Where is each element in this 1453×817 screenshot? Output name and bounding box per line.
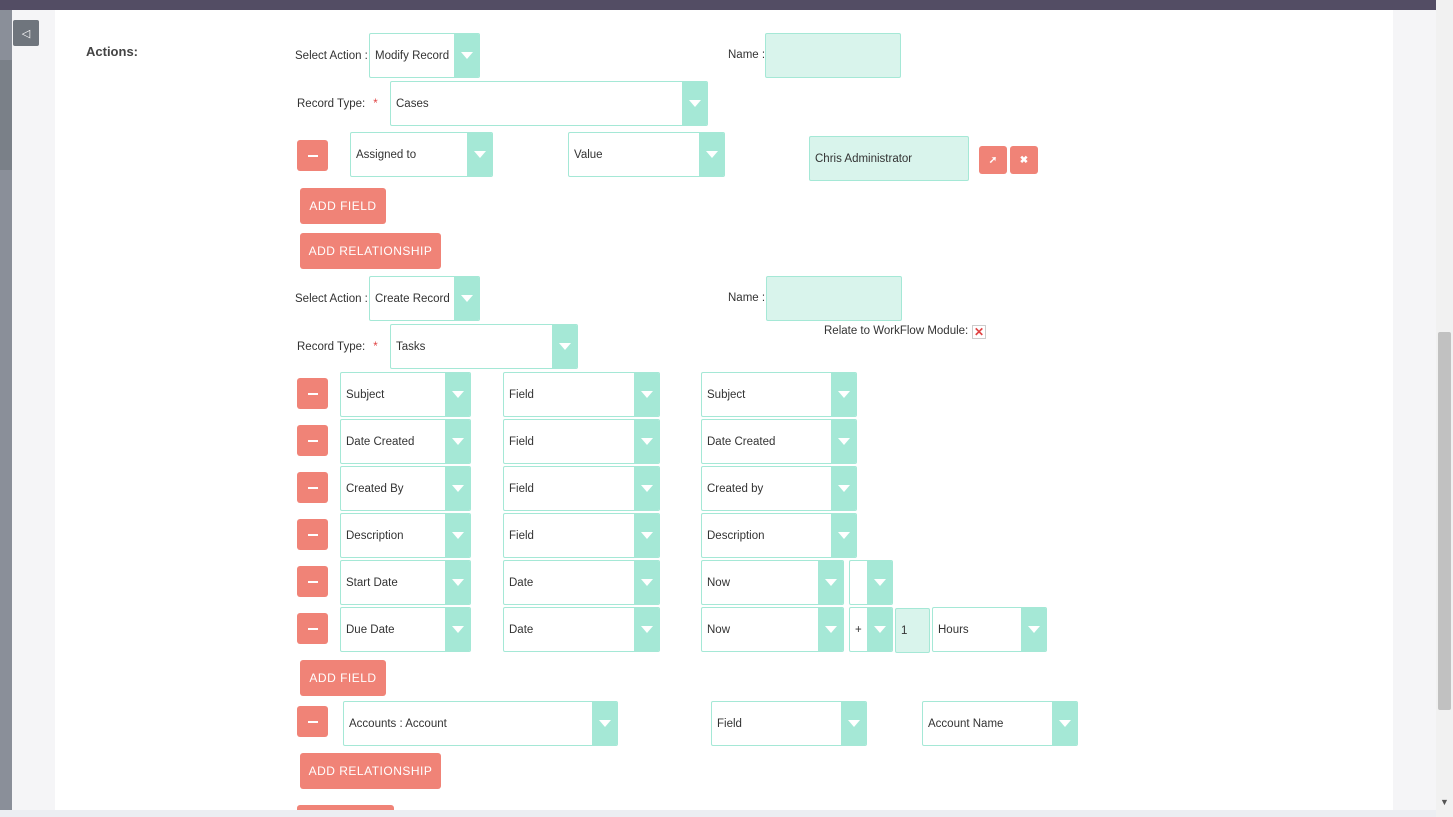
x-icon: ✖ <box>1019 154 1029 166</box>
type-dropdown[interactable]: Field <box>503 466 660 511</box>
chevron-down-icon <box>818 608 843 651</box>
remove-field-button[interactable] <box>297 613 328 644</box>
name-input[interactable] <box>766 276 902 321</box>
record-type-dropdown[interactable]: Cases <box>390 81 708 126</box>
chevron-down-icon <box>445 608 470 651</box>
select-action-dropdown[interactable]: Create Record <box>369 276 480 321</box>
add-field-button[interactable]: ADD FIELD <box>300 660 386 696</box>
date-value-dropdown[interactable]: Now <box>701 607 844 652</box>
chevron-down-icon <box>634 514 659 557</box>
chevron-down-icon <box>831 373 856 416</box>
type-dropdown[interactable]: Date <box>503 607 660 652</box>
remove-field-button[interactable] <box>297 472 328 503</box>
remove-field-button[interactable] <box>297 425 328 456</box>
value-dropdown[interactable]: Description <box>701 513 857 558</box>
field-dropdown[interactable]: Start Date <box>340 560 471 605</box>
chevron-down-icon <box>454 34 479 77</box>
name-label: Name : <box>728 292 766 304</box>
sidebar-toggle-icon[interactable]: ◁ <box>13 20 39 46</box>
value-dropdown[interactable]: Created by <box>701 466 857 511</box>
chevron-down-icon <box>831 420 856 463</box>
select-action-label: Select Action : <box>295 293 368 305</box>
partial-button[interactable] <box>297 805 394 810</box>
type-dropdown[interactable]: Date <box>503 560 660 605</box>
scrollbar[interactable]: ▼ <box>1436 0 1453 817</box>
remove-field-button[interactable] <box>297 519 328 550</box>
chevron-down-icon <box>592 702 617 745</box>
actions-label: Actions: <box>86 44 138 59</box>
chevron-down-icon <box>818 561 843 604</box>
operator-dropdown[interactable] <box>849 560 893 605</box>
chevron-down-icon <box>445 420 470 463</box>
type-dropdown[interactable]: Field <box>503 419 660 464</box>
chevron-down-icon <box>454 277 479 320</box>
chevron-down-icon <box>831 514 856 557</box>
relate-workflow-label: Relate to WorkFlow Module: <box>824 325 969 337</box>
remove-field-button[interactable] <box>297 140 328 171</box>
add-field-button[interactable]: ADD FIELD <box>300 188 386 224</box>
chevron-down-icon <box>634 467 659 510</box>
field-dropdown[interactable]: Assigned to <box>350 132 493 177</box>
name-label: Name : <box>728 49 766 61</box>
chevron-down-icon <box>634 561 659 604</box>
left-sidebar-strip <box>0 10 12 817</box>
chevron-down-icon <box>445 514 470 557</box>
chevron-down-icon <box>682 82 707 125</box>
record-type-label: Record Type:* <box>297 341 378 353</box>
remove-field-button[interactable] <box>297 378 328 409</box>
select-action-label: Select Action : <box>295 50 368 62</box>
chevron-down-icon <box>634 608 659 651</box>
relationship-type-dropdown[interactable]: Field <box>711 701 867 746</box>
chevron-down-icon <box>1021 608 1046 651</box>
date-value-dropdown[interactable]: Now <box>701 560 844 605</box>
field-dropdown[interactable]: Created By <box>340 466 471 511</box>
scroll-down-icon[interactable]: ▼ <box>1440 797 1449 807</box>
chevron-down-icon <box>831 467 856 510</box>
field-dropdown[interactable]: Date Created <box>340 419 471 464</box>
value-type-dropdown[interactable]: Value <box>568 132 725 177</box>
x-icon: ✕ <box>973 325 985 339</box>
record-type-dropdown[interactable]: Tasks <box>390 324 578 369</box>
chevron-down-icon <box>552 325 577 368</box>
chevron-down-icon <box>867 561 892 604</box>
chevron-down-icon <box>467 133 492 176</box>
operator-dropdown[interactable]: + <box>849 607 893 652</box>
chevron-down-icon <box>445 467 470 510</box>
select-user-button[interactable]: ➚ <box>979 146 1007 174</box>
select-action-dropdown[interactable]: Modify Record <box>369 33 480 78</box>
chevron-down-icon <box>634 373 659 416</box>
type-dropdown[interactable]: Field <box>503 372 660 417</box>
value-dropdown[interactable]: Date Created <box>701 419 857 464</box>
assigned-user-input[interactable]: Chris Administrator <box>809 136 969 181</box>
record-type-label: Record Type:* <box>297 98 378 110</box>
remove-relationship-button[interactable] <box>297 706 328 737</box>
type-dropdown[interactable]: Field <box>503 513 660 558</box>
chevron-down-icon <box>867 608 892 651</box>
chevron-down-icon <box>699 133 724 176</box>
top-bar <box>0 0 1436 10</box>
chevron-down-icon <box>634 420 659 463</box>
field-dropdown[interactable]: Subject <box>340 372 471 417</box>
add-relationship-button[interactable]: ADD RELATIONSHIP <box>300 753 441 789</box>
relationship-module-dropdown[interactable]: Accounts : Account <box>343 701 618 746</box>
scrollbar-thumb[interactable] <box>1438 332 1451 710</box>
clear-user-button[interactable]: ✖ <box>1010 146 1038 174</box>
value-dropdown[interactable]: Subject <box>701 372 857 417</box>
field-dropdown[interactable]: Due Date <box>340 607 471 652</box>
amount-input[interactable]: 1 <box>895 608 930 653</box>
relate-workflow-checkbox[interactable]: ✕ <box>972 325 986 339</box>
chevron-down-icon <box>445 373 470 416</box>
cursor-arrow-icon: ➚ <box>988 154 998 166</box>
field-dropdown[interactable]: Description <box>340 513 471 558</box>
relationship-value-dropdown[interactable]: Account Name <box>922 701 1078 746</box>
add-relationship-button[interactable]: ADD RELATIONSHIP <box>300 233 441 269</box>
chevron-down-icon <box>445 561 470 604</box>
name-input[interactable] <box>765 33 901 78</box>
chevron-down-icon <box>1052 702 1077 745</box>
unit-dropdown[interactable]: Hours <box>932 607 1047 652</box>
chevron-down-icon <box>841 702 866 745</box>
remove-field-button[interactable] <box>297 566 328 597</box>
